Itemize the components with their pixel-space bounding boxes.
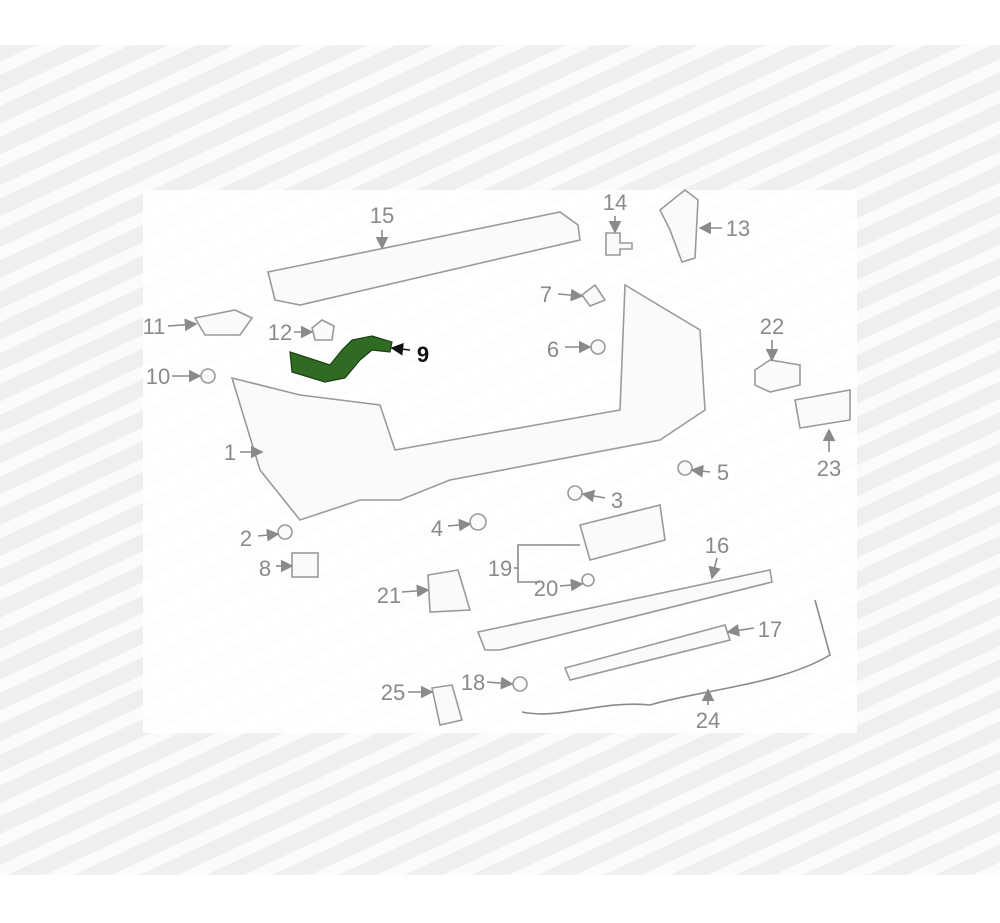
part-20-screw[interactable]: [581, 573, 595, 587]
part-10-clip[interactable]: [200, 368, 216, 384]
callout-11[interactable]: 11: [143, 314, 166, 339]
callout-2[interactable]: 2: [240, 526, 252, 551]
part-8-pad[interactable]: [291, 552, 319, 578]
part-5-clip[interactable]: [677, 460, 693, 476]
callout-23[interactable]: 23: [817, 456, 841, 481]
callout-19[interactable]: 19: [488, 556, 512, 581]
callout-10[interactable]: 10: [146, 364, 170, 389]
callout-20[interactable]: 20: [534, 576, 558, 601]
callout-7[interactable]: 7: [540, 282, 552, 307]
part-12-retainer[interactable]: [311, 319, 335, 341]
part-17-absorber[interactable]: [563, 624, 732, 681]
callout-8[interactable]: 8: [259, 556, 271, 581]
part-22-sensor[interactable]: [754, 359, 801, 393]
callout-13[interactable]: 13: [726, 216, 750, 241]
part-9-bracket-highlighted[interactable]: [289, 335, 393, 383]
callout-18[interactable]: 18: [461, 670, 485, 695]
callout-15[interactable]: 15: [370, 203, 394, 228]
callout-24[interactable]: 24: [696, 708, 720, 733]
callout-12[interactable]: 12: [268, 320, 292, 345]
part-14-clip[interactable]: [605, 232, 633, 256]
callout-25[interactable]: 25: [381, 680, 405, 705]
callout-6[interactable]: 6: [547, 337, 559, 362]
leader-lines: [167, 216, 836, 705]
part-2-clip[interactable]: [277, 524, 293, 540]
callout-3[interactable]: 3: [611, 488, 623, 513]
part-25-sensor[interactable]: [431, 684, 464, 726]
part-11-bracket[interactable]: [193, 309, 254, 336]
part-19-reflector[interactable]: [579, 504, 666, 561]
part-23-sensor-bracket[interactable]: [794, 389, 851, 429]
part-6-clip[interactable]: [590, 339, 606, 355]
callout-17[interactable]: 17: [758, 617, 782, 642]
callout-22[interactable]: 22: [760, 314, 784, 339]
callout-9[interactable]: 9: [417, 342, 429, 367]
part-16-reinforcement[interactable]: [476, 569, 773, 651]
part-4-clip[interactable]: [469, 513, 487, 531]
part-15-spoiler[interactable]: [267, 211, 581, 306]
callout-14[interactable]: 14: [603, 190, 627, 215]
callout-21[interactable]: 21: [377, 583, 401, 608]
part-18-bolt[interactable]: [512, 676, 528, 692]
callout-1[interactable]: 1: [224, 440, 236, 465]
callout-16[interactable]: 16: [705, 533, 729, 558]
part-24-wire-harness[interactable]: [521, 599, 831, 715]
callout-5[interactable]: 5: [717, 460, 729, 485]
part-21-bracket[interactable]: [427, 569, 472, 613]
part-7-retainer[interactable]: [580, 283, 607, 307]
part-3-clip[interactable]: [567, 485, 583, 501]
callout-4[interactable]: 4: [431, 516, 443, 541]
part-1-bumper-cover[interactable]: [230, 283, 706, 521]
part-13-bracket[interactable]: [658, 188, 699, 263]
